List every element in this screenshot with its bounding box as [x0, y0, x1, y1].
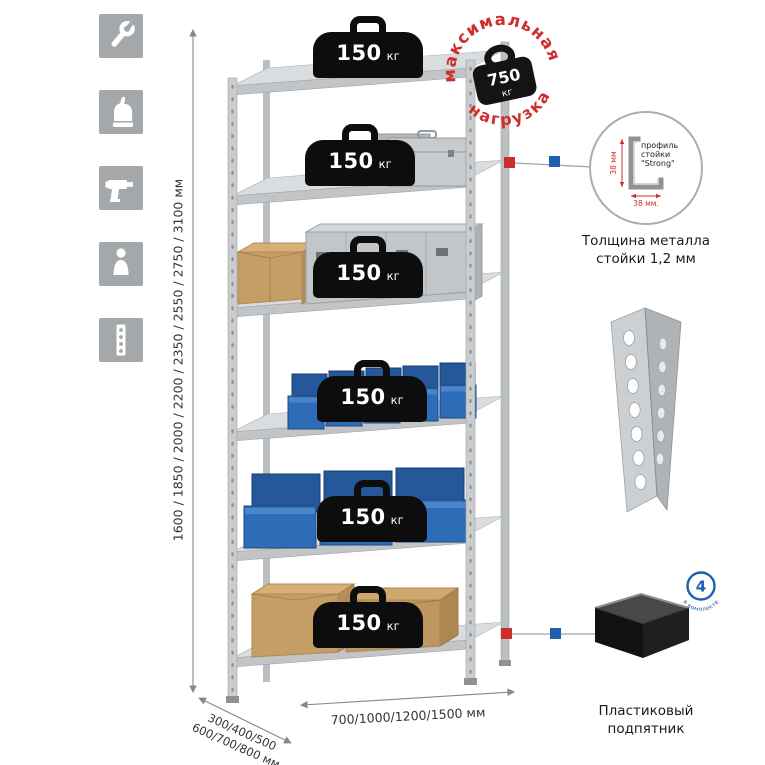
- profile-dim-vertical: 38 мм: [609, 151, 618, 174]
- shelf-load-badge: 150 кг: [313, 16, 423, 78]
- load-unit: кг: [390, 393, 404, 407]
- load-value: 150: [340, 385, 386, 409]
- shelf-load-badge: 150 кг: [313, 586, 423, 648]
- shelf-load-badge: 150 кг: [305, 124, 415, 186]
- depth-dimension-line: [198, 697, 292, 744]
- wrench-icon: [99, 14, 143, 58]
- load-value: 150: [336, 611, 382, 635]
- callout-marker-blue-top: [549, 156, 560, 167]
- callout-marker-red-top: [504, 157, 515, 168]
- foot-caption-line1: Пластиковый: [598, 703, 694, 719]
- load-value: 150: [336, 41, 382, 65]
- profile-caption-line2: стойки 1,2 мм: [596, 251, 696, 268]
- callout-bottom: [501, 628, 598, 639]
- shelf-load-badge: 150 кг: [317, 480, 427, 542]
- load-unit: кг: [378, 157, 392, 171]
- profile-dim-horizontal: 38 мм.: [633, 199, 659, 208]
- feature-icon-column: [99, 14, 143, 362]
- callout-marker-blue-bottom: [550, 628, 561, 639]
- included-count-badge: 4 в комплекте: [681, 571, 720, 613]
- stamp-unit: кг: [501, 87, 514, 100]
- profile-caption-line1: Толщина металла: [581, 233, 711, 249]
- load-value: 150: [328, 149, 374, 173]
- callout-marker-red-bottom: [501, 628, 512, 639]
- load-unit: кг: [386, 49, 400, 63]
- load-value: 150: [340, 505, 386, 529]
- load-unit: кг: [386, 269, 400, 283]
- load-value: 150: [336, 261, 382, 285]
- profile-sketch: [628, 136, 664, 190]
- perforated-post-detail: [610, 307, 682, 513]
- foot-caption: Пластиковый подпятник: [576, 702, 716, 738]
- person-icon: [99, 242, 143, 286]
- shelf-load-badge: 150 кг: [313, 236, 423, 298]
- badge-value: 4: [696, 578, 706, 596]
- drill-icon: [99, 166, 143, 210]
- callout-top: [504, 156, 593, 168]
- post-profile-detail: 38 мм 38 мм. профиль стойки "Strong": [589, 111, 703, 225]
- width-dimension-line: [299, 688, 516, 709]
- rack-back-posts: [263, 41, 511, 682]
- load-unit: кг: [386, 619, 400, 633]
- gloves-icon: [99, 90, 143, 134]
- profile-label-2: стойки: [641, 150, 670, 159]
- max-load-stamp: максимальная нагрузка 750 кг: [420, 0, 586, 156]
- plastic-foot-detail: 4 в комплекте: [594, 571, 720, 658]
- profile-label-3: "Strong": [641, 159, 675, 168]
- rack-front-posts: [226, 59, 477, 703]
- shelf-load-badge: 150 кг: [317, 360, 427, 422]
- height-dimension-label: 1600 / 1850 / 2000 / 2200 / 2350 / 2550 …: [170, 178, 186, 542]
- profile-label-1: профиль: [641, 141, 678, 150]
- perforated-post-icon: [99, 318, 143, 362]
- foot-caption-line2: подпятник: [607, 721, 685, 738]
- stamp-weight-icon: 750 кг: [472, 44, 537, 105]
- profile-caption: Толщина металла стойки 1,2 мм: [576, 232, 716, 268]
- load-unit: кг: [390, 513, 404, 527]
